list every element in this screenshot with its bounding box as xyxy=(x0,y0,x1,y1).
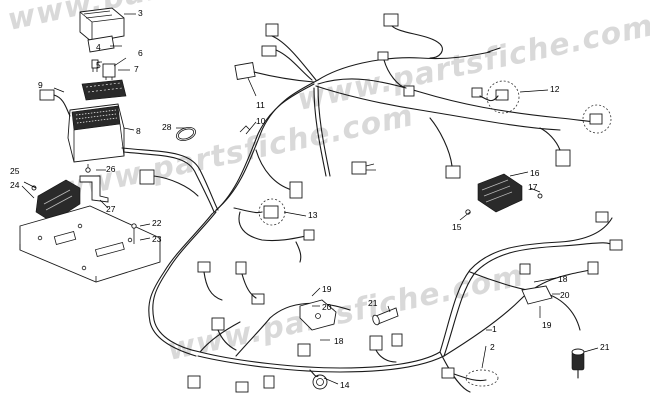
fuse xyxy=(91,59,99,72)
connector-2 xyxy=(441,367,499,387)
bracket-20-right xyxy=(521,285,553,305)
callout-6: 6 xyxy=(138,48,143,58)
callout-26: 24 xyxy=(10,180,20,190)
relay-block xyxy=(81,79,127,101)
mounting-plate xyxy=(19,205,161,283)
leader-lines xyxy=(21,13,599,385)
callout-23: 23 xyxy=(152,234,162,244)
connector-top xyxy=(377,13,501,97)
svg-text:www.partsfiche.com: www.partsfiche.com xyxy=(164,258,527,368)
callout-24: 26 xyxy=(106,164,116,174)
connector-right xyxy=(519,211,623,275)
callout-27: 25 xyxy=(10,166,20,176)
screw-24 xyxy=(85,164,91,173)
fuse-bracket xyxy=(79,175,109,203)
callout-4: 4 xyxy=(96,42,101,52)
connector-12 xyxy=(471,80,612,134)
callout-3: 3 xyxy=(138,8,143,18)
fuse-holder-assembly xyxy=(67,103,125,163)
screw-22 xyxy=(131,223,137,244)
callout-16: 16 xyxy=(530,168,540,178)
callout-18-left: 18 xyxy=(334,336,344,346)
callout-11: 11 xyxy=(256,100,265,110)
grommet-21-left xyxy=(372,307,399,326)
ecu-module xyxy=(35,179,81,223)
connector-ignition xyxy=(351,161,376,175)
callout-7: 7 xyxy=(134,64,139,74)
callout-20-right: 20 xyxy=(560,290,570,300)
connector-left-mid xyxy=(139,169,265,351)
callout-20-left: 20 xyxy=(322,302,332,312)
callout-12: 12 xyxy=(550,84,560,94)
connector-14 xyxy=(187,343,328,393)
callout-21-right: 21 xyxy=(600,342,610,352)
connector-11 xyxy=(234,23,317,83)
callout-1: 1 xyxy=(492,324,497,334)
callout-19-left: 19 xyxy=(322,284,332,294)
connector-bottom-mid xyxy=(369,333,403,363)
callout-5: 5 xyxy=(96,60,101,70)
fuse-box-cover xyxy=(79,7,125,43)
connector-9 xyxy=(39,89,71,117)
connector-13 xyxy=(238,181,315,263)
fuse-box-lid xyxy=(87,35,115,53)
callout-19-right: 19 xyxy=(542,320,552,330)
cable-tie-28 xyxy=(175,127,197,141)
callout-25: 27 xyxy=(106,204,116,214)
connector-16-block xyxy=(477,173,523,213)
callout-14: 14 xyxy=(340,380,350,390)
callout-18-right: 18 xyxy=(558,274,568,284)
callout-9: 9 xyxy=(38,80,43,90)
callout-labels: 3 4 6 5 7 9 8 28 11 10 12 16 17 15 13 26… xyxy=(10,8,610,390)
callout-28: 28 xyxy=(162,122,172,132)
callout-15: 15 xyxy=(452,222,462,232)
callout-13: 13 xyxy=(308,210,318,220)
grommet-21-right xyxy=(571,348,585,379)
relay xyxy=(102,63,116,80)
connector-mid-right xyxy=(429,117,571,179)
callout-21-left: 21 xyxy=(368,298,378,308)
screw-17 xyxy=(537,193,543,199)
callout-17: 17 xyxy=(528,182,538,192)
svg-text:www.partsfiche.com: www.partsfiche.com xyxy=(4,0,367,38)
callout-2: 2 xyxy=(490,342,495,352)
clip-10 xyxy=(239,125,251,133)
svg-text:www.partsfiche.com: www.partsfiche.com xyxy=(294,8,650,118)
bracket-20-left xyxy=(299,299,337,331)
callout-8: 8 xyxy=(136,126,141,136)
callout-10: 10 xyxy=(256,116,266,126)
callout-22: 22 xyxy=(152,218,162,228)
